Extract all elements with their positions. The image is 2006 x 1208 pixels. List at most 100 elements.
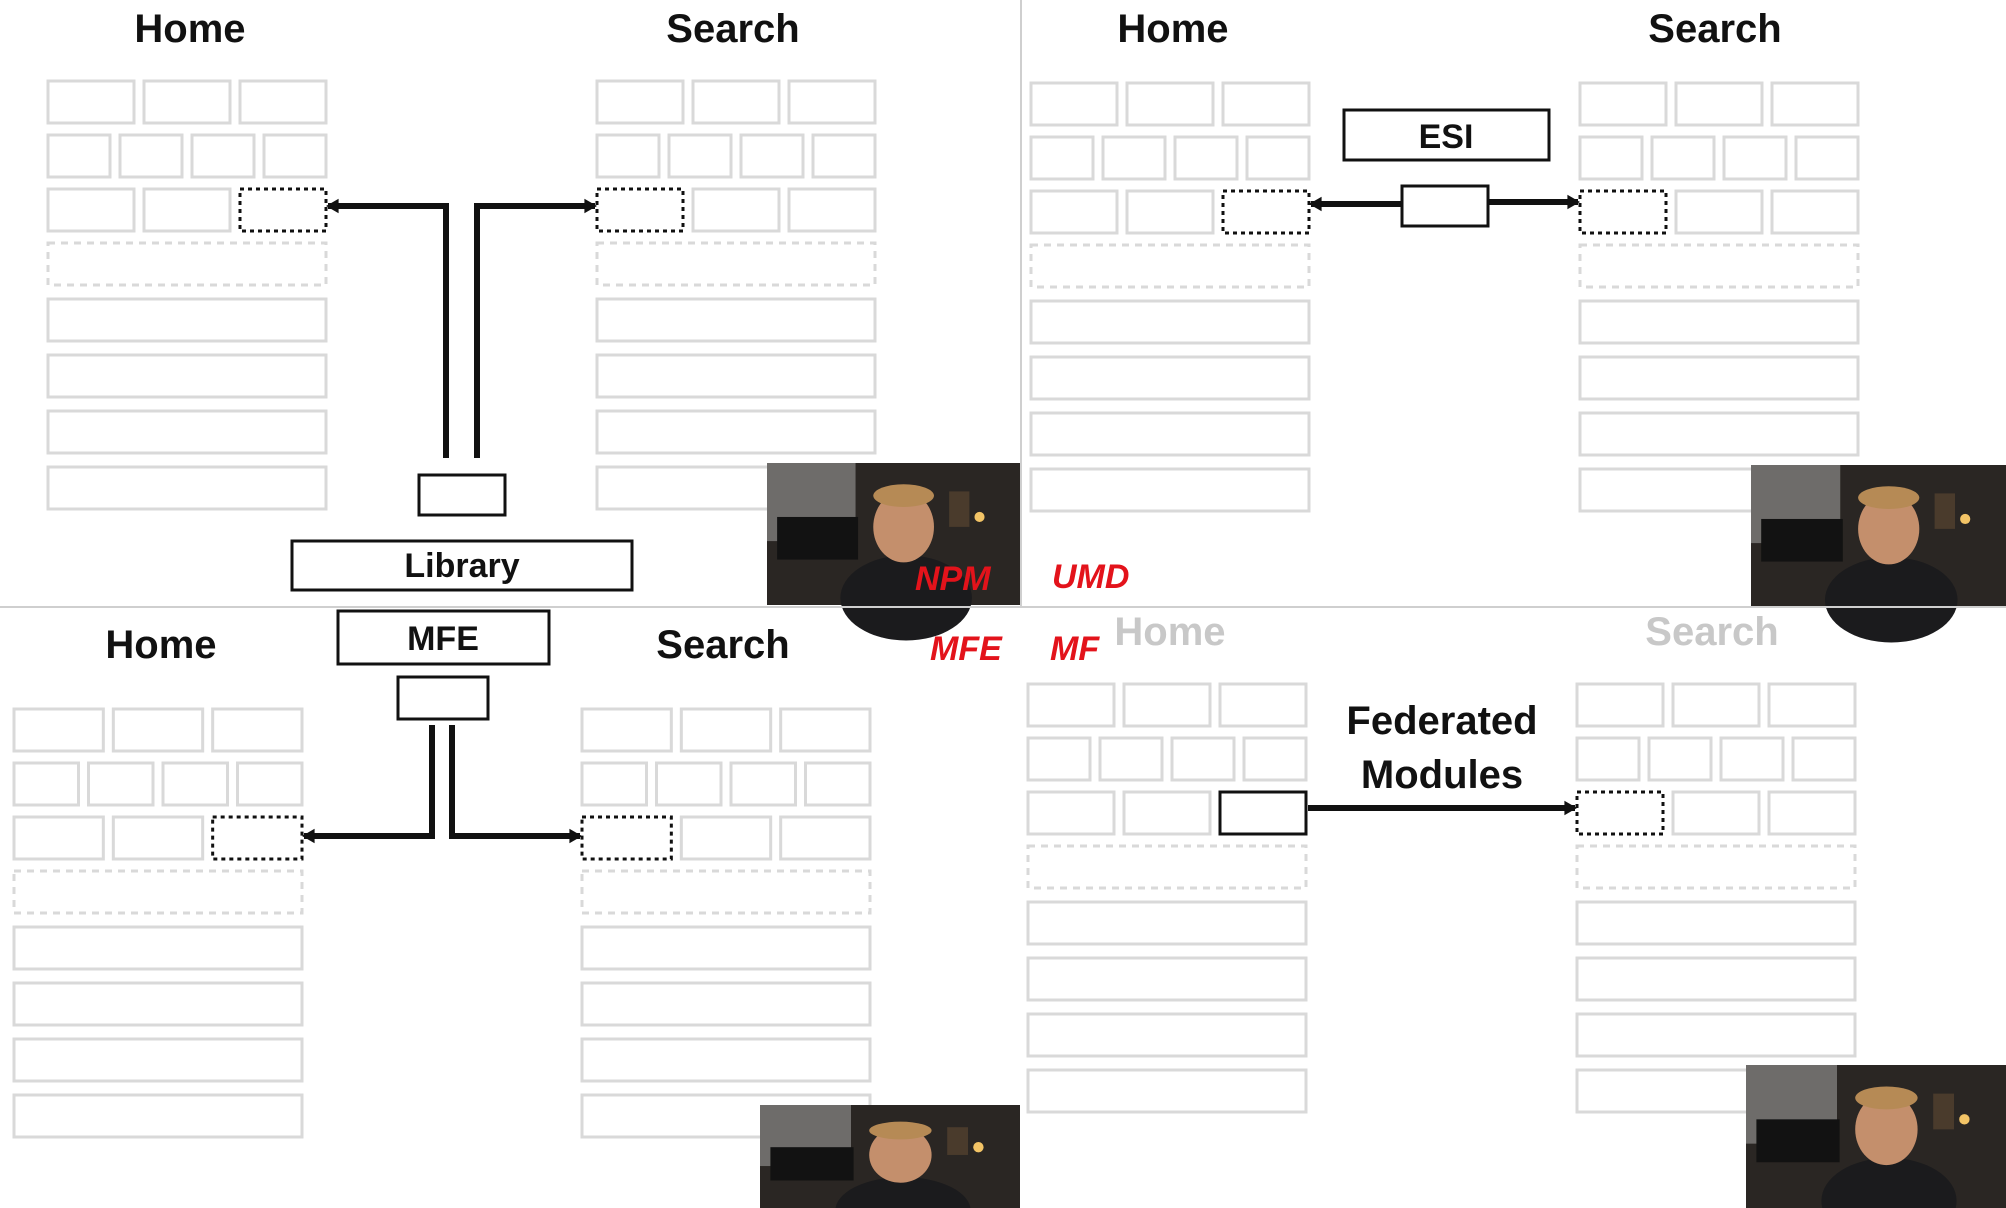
layout-box xyxy=(1794,135,1860,181)
layout-box xyxy=(87,761,155,807)
content-row xyxy=(12,1037,304,1083)
layout-box xyxy=(1575,736,1641,782)
content-row xyxy=(1029,467,1311,513)
home-title: Home xyxy=(1114,610,1225,654)
candle-flame xyxy=(1960,513,1971,525)
layout-box xyxy=(46,187,136,233)
content-row xyxy=(595,353,877,399)
dashed-placeholder-row xyxy=(580,869,872,915)
esi-label: ESI xyxy=(1419,118,1474,156)
hair xyxy=(1855,1086,1918,1110)
home-target-slot xyxy=(238,187,328,233)
home-target-slot xyxy=(211,815,304,861)
search-target-slot xyxy=(580,815,673,861)
face xyxy=(1855,1093,1918,1166)
content-row xyxy=(46,409,328,455)
layout-box xyxy=(1221,81,1311,127)
mfe-box xyxy=(336,609,551,666)
monitor xyxy=(1761,518,1843,562)
layout-box xyxy=(739,133,805,179)
layout-box xyxy=(1578,81,1668,127)
layout-box xyxy=(236,761,304,807)
monitor xyxy=(1756,1119,1840,1163)
arrowhead xyxy=(1309,196,1322,212)
layout-box xyxy=(679,815,773,861)
layout-box xyxy=(1578,135,1644,181)
dashed-placeholder-row xyxy=(46,241,328,287)
speaker-video-thumbnail-icon xyxy=(767,463,1020,641)
layout-box xyxy=(580,761,648,807)
panel-mfe: Home Search MFE MFE xyxy=(12,609,1020,1208)
layout-box xyxy=(1026,736,1092,782)
layout-box xyxy=(1767,790,1857,836)
layout-box xyxy=(1122,682,1212,728)
search-target-slot xyxy=(1578,189,1668,235)
layout-box xyxy=(1575,682,1665,728)
layout-box xyxy=(142,187,232,233)
content-row xyxy=(46,297,328,343)
dashed-placeholder-row xyxy=(1575,844,1857,890)
content-row xyxy=(1578,299,1860,345)
content-row xyxy=(1026,1012,1308,1058)
picture-frame xyxy=(1934,493,1955,529)
content-row xyxy=(12,925,304,971)
mfe-label: MFE xyxy=(407,620,479,658)
shared-component-box xyxy=(1400,184,1490,228)
layout-box xyxy=(655,761,723,807)
layout-box xyxy=(1026,682,1116,728)
hair xyxy=(873,484,934,508)
dashed-placeholder-row xyxy=(1578,243,1860,289)
layout-box xyxy=(1671,682,1761,728)
search-title: Search xyxy=(666,7,799,51)
search-target-slot xyxy=(595,187,685,233)
approach-tag: MFE xyxy=(930,630,1003,668)
layout-box xyxy=(1791,736,1857,782)
layout-box xyxy=(1647,736,1713,782)
layout-box xyxy=(111,707,205,753)
face xyxy=(873,491,934,563)
content-row xyxy=(1578,355,1860,401)
shoulders xyxy=(840,555,972,641)
layout-box xyxy=(804,761,872,807)
monitor xyxy=(777,516,859,560)
monitor xyxy=(770,1147,854,1181)
dashed-placeholder-row xyxy=(595,241,877,287)
content-row xyxy=(1029,299,1311,345)
layout-box xyxy=(12,761,80,807)
search-title: Search xyxy=(656,623,789,667)
layout-box xyxy=(111,815,205,861)
layout-box xyxy=(1218,682,1308,728)
home-target-slot xyxy=(1221,189,1311,235)
arrowhead xyxy=(1567,194,1580,210)
layout-box xyxy=(1125,189,1215,235)
home-title: Home xyxy=(1117,7,1228,51)
arrowhead xyxy=(584,198,597,214)
content-row xyxy=(46,353,328,399)
content-row xyxy=(1026,956,1308,1002)
search-title: Search xyxy=(1648,7,1781,51)
content-row xyxy=(1575,1012,1857,1058)
layout-box xyxy=(1101,135,1167,181)
layout-box xyxy=(667,133,733,179)
content-row xyxy=(1029,411,1311,457)
connector-line xyxy=(304,725,435,839)
home-title: Home xyxy=(105,623,216,667)
layout-box xyxy=(779,707,872,753)
content-row xyxy=(580,925,872,971)
layout-box xyxy=(779,815,872,861)
connector-line xyxy=(328,203,449,458)
arrowhead xyxy=(569,828,582,844)
content-row xyxy=(46,465,328,511)
layout-box xyxy=(1770,81,1860,127)
layout-box xyxy=(580,707,673,753)
layout-box xyxy=(238,79,328,125)
layout-box xyxy=(211,707,304,753)
face xyxy=(1858,493,1920,565)
layout-box xyxy=(262,133,328,179)
layout-box xyxy=(12,707,105,753)
speaker-video-thumbnail-icon xyxy=(1746,1065,2006,1208)
